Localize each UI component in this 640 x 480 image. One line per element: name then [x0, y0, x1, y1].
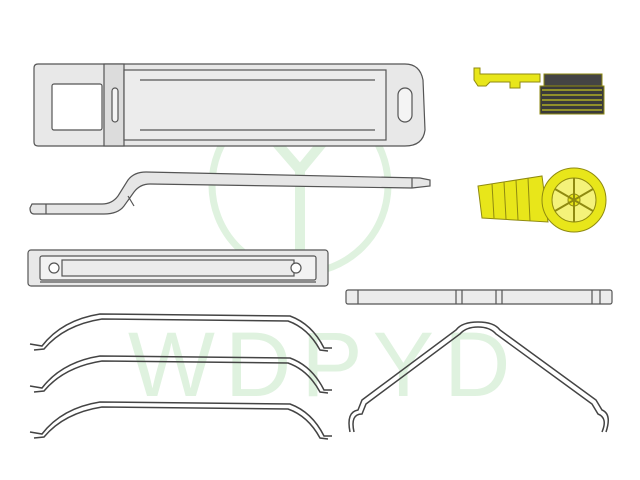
grip-ridges: [542, 89, 602, 111]
yellow-clip: [473, 67, 605, 115]
watermark: WDPYD: [128, 90, 520, 416]
flat-bar: [345, 289, 613, 305]
bent-spring-strip: [29, 171, 431, 215]
retaining-plate: [33, 63, 426, 147]
wire-spring-3: [29, 401, 332, 440]
guide-rail: [27, 249, 329, 287]
watermark-text: WDPYD: [128, 314, 520, 416]
v-wire-spring: [348, 321, 609, 433]
wire-spring-2: [29, 355, 332, 394]
yellow-cap: [477, 167, 607, 233]
wire-spring-1: [29, 313, 332, 352]
